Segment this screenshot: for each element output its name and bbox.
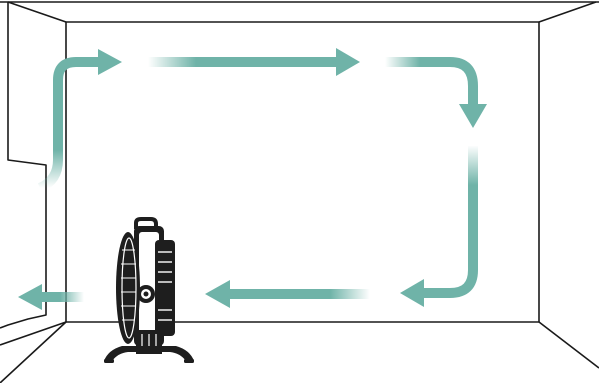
left-wall-base — [0, 321, 67, 383]
flow-descending-right-wall — [422, 146, 478, 298]
arrowhead-exit — [18, 284, 42, 310]
left-wall-edge — [0, 2, 47, 329]
corner-bottom-left — [0, 321, 67, 346]
arrowhead-right-down — [459, 104, 487, 128]
arrowhead-ceiling-end — [336, 48, 360, 76]
fan-front-guard — [116, 232, 140, 344]
fan-handle — [134, 217, 158, 230]
arrowhead-floor-right — [400, 279, 424, 307]
back-wall — [65, 21, 540, 323]
corner-top-right — [538, 1, 597, 23]
flow-rising-left-wall — [37, 57, 100, 193]
arrowhead-ceiling-start — [98, 49, 122, 75]
airflow-arrows — [18, 48, 487, 310]
corner-top-left — [7, 1, 67, 23]
floor-fan-icon — [104, 217, 194, 363]
corner-bottom-right — [538, 321, 599, 369]
fan-motor — [155, 240, 175, 336]
flow-top-right-curve — [385, 57, 478, 106]
fan-base — [104, 346, 194, 361]
arrowhead-floor-left — [205, 280, 230, 308]
